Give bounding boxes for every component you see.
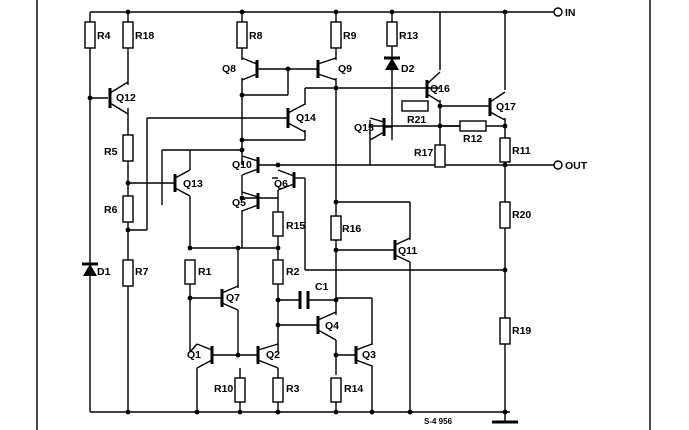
label-r9: R9: [343, 30, 357, 42]
resistor-r12: [459, 120, 487, 132]
label-q7: Q7: [226, 292, 240, 304]
label-q4: Q4: [325, 320, 339, 332]
label-q5: Q5: [232, 197, 246, 209]
transistor-q3: [354, 343, 373, 367]
label-r3: R3: [286, 383, 300, 395]
label-d1: D1: [97, 266, 111, 278]
transistor-q4: [316, 311, 337, 341]
resistor-r13: [386, 21, 398, 47]
resistor-r4: [84, 21, 96, 49]
resistor-r5: [122, 134, 134, 162]
label-q6: Q6: [274, 178, 288, 190]
label-r13: R13: [399, 30, 418, 42]
resistor-r10: [234, 377, 246, 403]
component-labels: R4 R18 R8 R9 R13 IN Q8 Q9 D2 Q16 Q17 Q12…: [97, 7, 588, 426]
label-r8: R8: [249, 30, 263, 42]
label-r4: R4: [97, 30, 111, 42]
resistor-r15: [272, 211, 284, 237]
label-q12: Q12: [116, 92, 136, 104]
junction-dots: [87, 9, 508, 415]
label-q9: Q9: [338, 63, 352, 75]
transistor-q2: [256, 343, 279, 369]
resistor-r21: [401, 100, 429, 112]
resistor-r1: [184, 259, 196, 285]
label-r5: R5: [104, 146, 118, 158]
label-q15: Q15: [354, 122, 374, 134]
label-q8: Q8: [222, 63, 236, 75]
resistor-r19: [499, 317, 511, 345]
label-c1: C1: [315, 281, 329, 293]
label-r1: R1: [198, 266, 212, 278]
transistor-q12: [108, 81, 129, 115]
label-r20: R20: [512, 209, 531, 221]
resistor-r8: [236, 21, 248, 49]
transistor-q8: [241, 57, 259, 81]
label-q10: Q10: [232, 159, 252, 171]
resistor-r14: [330, 377, 342, 403]
label-in: IN: [565, 7, 576, 19]
label-q3: Q3: [362, 349, 376, 361]
capacitor-c1: [298, 291, 310, 309]
label-r21: R21: [407, 114, 426, 126]
transistor-q9: [316, 57, 337, 81]
label-r7: R7: [135, 266, 149, 278]
resistor-r7: [122, 259, 134, 287]
page-borders: [36, 0, 651, 430]
label-r10: R10: [214, 383, 233, 395]
label-r2: R2: [286, 266, 300, 278]
label-d2: D2: [401, 63, 415, 75]
label-r14: R14: [344, 383, 363, 395]
label-r11: R11: [512, 145, 531, 157]
label-q17: Q17: [496, 101, 516, 113]
label-q16: Q16: [430, 83, 450, 95]
transistor-q11: [393, 237, 411, 263]
resistor-r3: [272, 377, 284, 403]
input-terminal: [553, 7, 563, 17]
label-q13: Q13: [183, 178, 203, 190]
transistor-q17: [488, 91, 506, 121]
figure-reference: S-4 956: [424, 417, 453, 426]
output-terminal: [553, 160, 563, 170]
resistor-r2: [272, 259, 284, 285]
label-r15: R15: [286, 220, 305, 232]
label-r16: R16: [342, 223, 361, 235]
label-q11: Q11: [398, 245, 417, 257]
resistor-r11: [499, 137, 511, 163]
diode-d1: [82, 262, 98, 276]
resistor-r6: [122, 195, 134, 223]
label-q1: Q1: [187, 349, 201, 361]
transistor-q14: [286, 103, 306, 133]
label-out: OUT: [565, 160, 588, 172]
resistor-r16: [330, 215, 342, 241]
label-q2: Q2: [266, 349, 280, 361]
resistor-r20: [499, 201, 511, 229]
diode-d2: [384, 56, 400, 70]
transistor-q1: [189, 343, 214, 369]
label-r12: R12: [463, 133, 482, 145]
transistor-q5: [241, 191, 260, 212]
transistor-q16: [425, 71, 441, 103]
transistor-q6: [277, 169, 296, 191]
label-r19: R19: [512, 325, 531, 337]
label-q14: Q14: [296, 112, 316, 124]
transistor-q13: [173, 169, 191, 197]
transistor-q15: [369, 117, 392, 141]
resistor-r17: [434, 144, 446, 168]
transistor-q10: [241, 155, 260, 176]
wiring: [89, 11, 554, 424]
resistor-r9: [330, 21, 342, 49]
label-r6: R6: [104, 204, 118, 216]
label-r17: R17: [414, 147, 433, 159]
resistor-r18: [122, 21, 134, 49]
label-r18: R18: [135, 30, 154, 42]
transistor-q7: [220, 285, 239, 311]
